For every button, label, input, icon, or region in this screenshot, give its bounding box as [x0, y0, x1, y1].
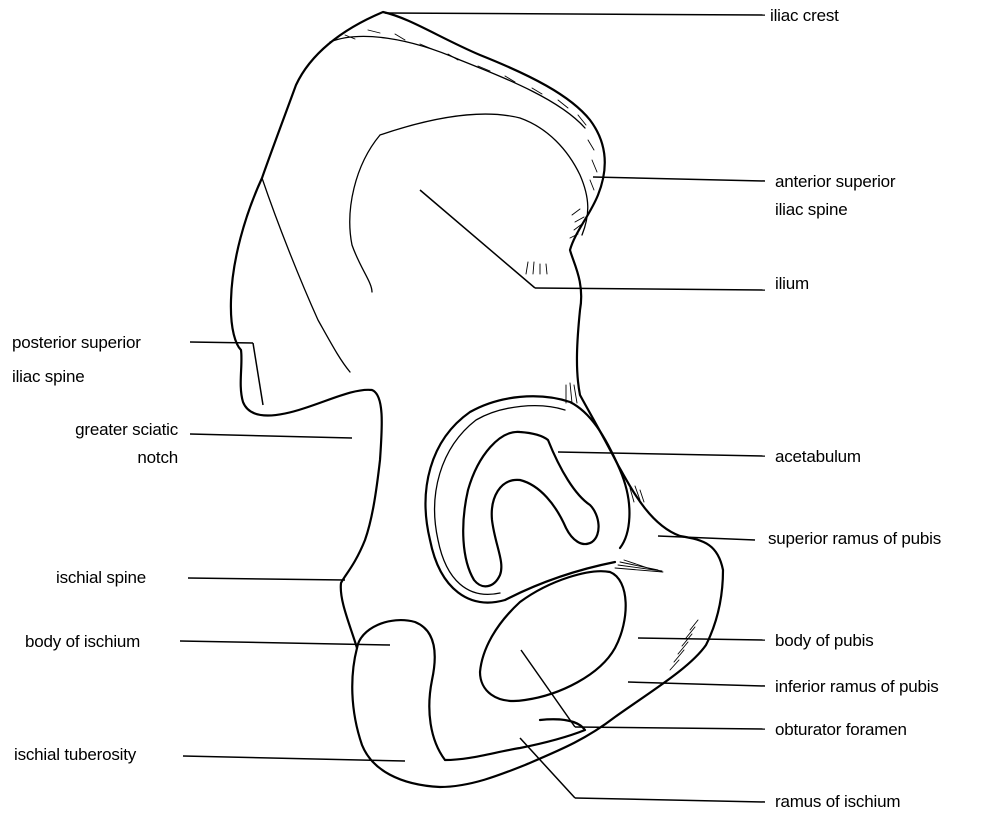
leader-inferior-ramus-pubis	[628, 682, 765, 686]
leader-ischial-spine	[188, 578, 345, 580]
label-body-of-pubis: body of pubis	[775, 627, 874, 655]
label-anterior-superior-iliac-spine: anterior superior iliac spine	[775, 168, 895, 224]
acetabular-fossa	[463, 432, 598, 586]
label-ramus-of-ischium: ramus of ischium	[775, 788, 900, 816]
label-ischial-spine: ischial spine	[56, 564, 146, 592]
obturator-foramen-outline	[480, 571, 626, 701]
leader-ramus-ischium-2	[575, 798, 765, 802]
ilium-fossa-line	[350, 114, 588, 292]
leader-body-pubis	[638, 638, 765, 640]
label-ilium: ilium	[775, 270, 809, 298]
leader-greater-sciatic-notch	[190, 434, 352, 438]
label-iliac-crest: iliac crest	[770, 2, 839, 30]
label-posterior-superior-iliac-spine: posterior superior iliac spine	[12, 326, 141, 394]
leader-psis-2	[253, 343, 263, 405]
leader-obturator-foramen-2	[575, 727, 765, 729]
leader-superior-ramus-pubis	[658, 536, 755, 540]
label-body-of-ischium: body of ischium	[25, 628, 140, 656]
label-acetabulum: acetabulum	[775, 443, 861, 471]
pubic-symphysis-hatching	[670, 620, 698, 670]
label-ischial-tuberosity: ischial tuberosity	[14, 741, 136, 769]
acetabulum-inner-rim-line	[435, 406, 565, 595]
auricular-line	[262, 178, 350, 372]
leader-ischial-tuberosity	[183, 756, 405, 761]
leader-asis	[593, 177, 765, 181]
leader-psis	[190, 342, 253, 343]
label-inferior-ramus-of-pubis: inferior ramus of pubis	[775, 673, 939, 701]
ischium-inner-outline	[357, 620, 585, 760]
label-obturator-foramen: obturator foramen	[775, 716, 907, 744]
bone-outline	[231, 12, 723, 787]
leader-ilium	[420, 190, 535, 288]
leader-iliac-crest	[385, 13, 765, 15]
label-greater-sciatic-notch: greater sciatic notch	[20, 416, 178, 472]
obturator-hatching	[615, 560, 663, 572]
leader-acetabulum	[558, 452, 765, 456]
crest-inner-line	[330, 36, 585, 128]
crest-hatching	[345, 30, 597, 190]
label-superior-ramus-of-pubis: superior ramus of pubis	[768, 525, 941, 553]
leader-ilium-2	[535, 288, 765, 290]
